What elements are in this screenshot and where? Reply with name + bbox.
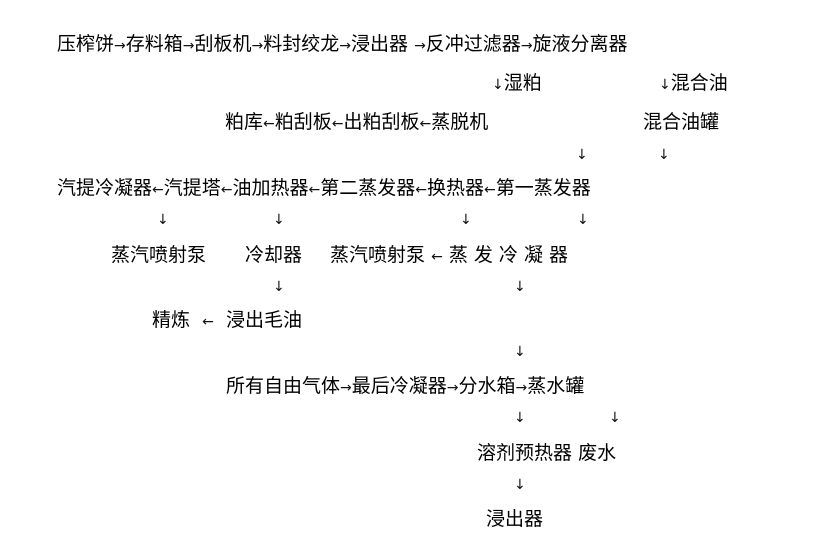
arrow-down-icon: ↓ (659, 77, 671, 93)
node: 蒸脱机 (431, 111, 489, 133)
node: 湿粕 (503, 72, 542, 94)
row-evaporation: 汽提冷凝器←汽提塔←油加热器←第二蒸发器←换热器←第一蒸发器 (57, 176, 591, 202)
arrow-down-icon: ↓ (514, 477, 526, 493)
node: 料封绞龙 (263, 33, 340, 55)
arrow-left-icon: ← (202, 314, 214, 330)
node: 汽提塔 (163, 177, 221, 199)
node: 旋液分离器 (532, 33, 628, 55)
arrow-right-icon: → (515, 380, 528, 396)
mixed-oil-label: ↓混合油 (659, 71, 728, 97)
node: 压榨饼 (57, 33, 115, 55)
arrow-down-icon: ↓ (609, 410, 621, 426)
node: 溶剂预热器 (477, 442, 573, 464)
arrow-down-icon: ↓ (492, 77, 504, 93)
node: 混合油 (670, 72, 728, 94)
arrow-left-icon: ← (431, 249, 443, 265)
node: 浸出毛油 (225, 309, 302, 331)
row-meal: 粕库←粕刮板←出粕刮板←蒸脱机 (225, 110, 488, 136)
arrow-down-icon: ↓ (273, 212, 285, 228)
node: 油加热器 (232, 177, 309, 199)
arrow-down-icon: ↓ (514, 279, 526, 295)
arrow-right-icon: → (251, 38, 264, 54)
node: 第二蒸发器 (320, 177, 416, 199)
arrow-down-icon: ↓ (157, 212, 169, 228)
node: 换热器 (427, 177, 485, 199)
node: 存料箱 (125, 33, 183, 55)
row-condensing: 蒸汽喷射泵 ← 蒸 发 冷 凝 器 (330, 243, 568, 269)
arrow-left-icon: ← (308, 182, 321, 198)
node: 分水箱 (458, 375, 516, 397)
arrow-down-icon: ↓ (658, 147, 670, 163)
arrow-left-icon: ← (331, 116, 344, 132)
arrow-left-icon: ← (415, 182, 427, 198)
node: 浸出器 (351, 33, 409, 55)
arrow-left-icon: ← (419, 116, 432, 132)
wet-meal-label: ↓湿粕 (492, 71, 542, 97)
node: 汽提冷凝器 (57, 177, 153, 199)
arrow-right-icon: → (414, 38, 426, 54)
node: 反冲过滤器 (425, 33, 521, 55)
arrow-down-icon: ↓ (460, 212, 472, 228)
row-preheat: 溶剂预热器 废水 (477, 441, 616, 465)
arrow-left-icon: ← (484, 182, 496, 198)
row-refining: 精炼 ← 浸出毛油 (152, 308, 302, 334)
arrow-right-icon: → (446, 380, 459, 396)
row-gas: 所有自由气体→最后冷凝器→分水箱→蒸水罐 (226, 374, 584, 400)
node: 蒸汽喷射泵 (111, 244, 207, 266)
arrow-down-icon: ↓ (577, 212, 589, 228)
arrow-right-icon: → (340, 380, 352, 396)
arrow-down-icon: ↓ (576, 147, 588, 163)
node: 刮板机 (194, 33, 252, 55)
node: 蒸 发 冷 凝 器 (448, 244, 569, 266)
node: 出粕刮板 (343, 111, 420, 133)
node: 蒸汽喷射泵 (330, 244, 426, 266)
node: 冷却器 (245, 244, 303, 266)
node: 所有自由气体 (226, 375, 341, 397)
node: 第一蒸发器 (495, 177, 591, 199)
arrow-down-icon: ↓ (514, 344, 526, 360)
arrow-left-icon: ← (263, 116, 275, 132)
node: 浸出器 (486, 508, 544, 530)
arrow-right-icon: → (520, 38, 533, 54)
arrow-left-icon: ← (152, 182, 164, 198)
arrow-right-icon: → (114, 38, 126, 54)
arrow-down-icon: ↓ (514, 410, 526, 426)
arrow-right-icon: → (182, 38, 195, 54)
node: 废水 (578, 442, 617, 464)
node: 蒸水罐 (527, 375, 585, 397)
node: 精炼 (152, 309, 191, 331)
arrow-down-icon: ↓ (273, 279, 285, 295)
node: 粕库 (225, 111, 264, 133)
arrow-left-icon: ← (220, 182, 233, 198)
node: 粕刮板 (274, 111, 332, 133)
node: 最后冷凝器 (351, 375, 447, 397)
arrow-right-icon: → (339, 38, 351, 54)
node: 混合油罐 (643, 111, 720, 133)
row-extraction: 压榨饼→存料箱→刮板机→料封绞龙→浸出器 →反冲过滤器→旋液分离器 (57, 32, 628, 58)
